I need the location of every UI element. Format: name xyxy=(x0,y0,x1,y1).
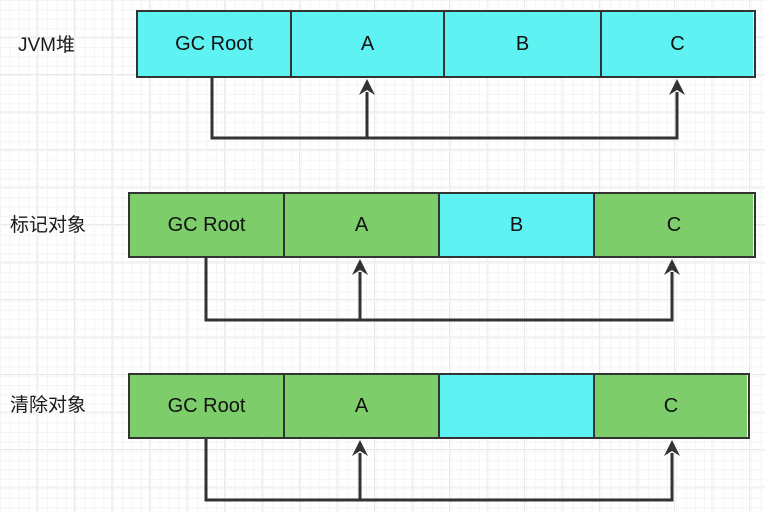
reference-arrows-row-3 xyxy=(204,439,680,502)
reference-line xyxy=(204,439,674,502)
row-label-2: 标记对象 xyxy=(10,215,87,236)
heap-cell[interactable]: GC Root xyxy=(138,12,292,76)
reference-line xyxy=(204,258,362,322)
row-label-3: 清除对象 xyxy=(10,395,87,416)
heap-cell[interactable]: B xyxy=(445,12,602,76)
heap-cell[interactable]: A xyxy=(285,375,440,437)
reference-line xyxy=(204,258,674,322)
heap-cell[interactable]: C xyxy=(595,194,753,256)
heap-cell[interactable]: C xyxy=(602,12,753,76)
heap-cell[interactable] xyxy=(440,375,595,437)
heap-cell[interactable]: A xyxy=(292,12,445,76)
reference-arrows-row-2 xyxy=(204,258,680,322)
reference-line xyxy=(204,439,362,502)
heap-cell[interactable]: A xyxy=(285,194,440,256)
heap-cell[interactable]: GC Root xyxy=(130,194,285,256)
reference-arrows-row-1 xyxy=(210,78,685,140)
row-label-1: JVM堆 xyxy=(18,35,76,56)
reference-line xyxy=(210,78,679,140)
heap-cell[interactable]: C xyxy=(595,375,747,437)
heap-cell[interactable]: B xyxy=(440,194,595,256)
reference-line xyxy=(210,78,369,140)
heap-cell[interactable]: GC Root xyxy=(130,375,285,437)
